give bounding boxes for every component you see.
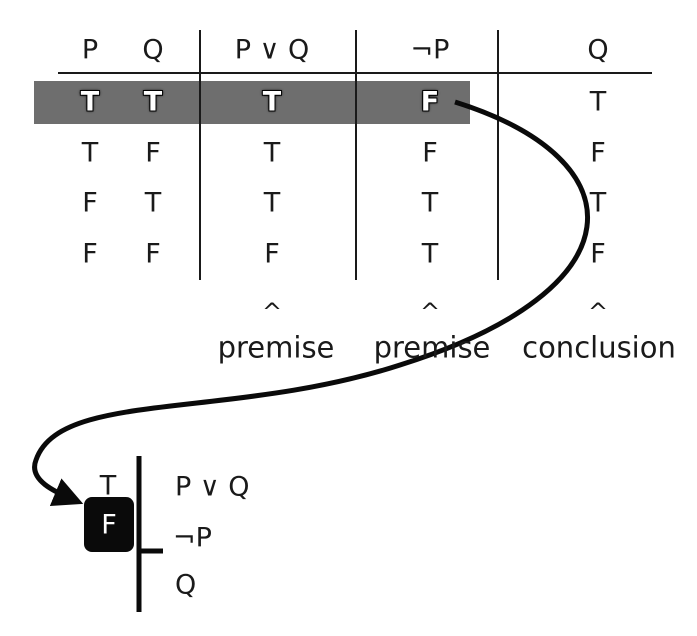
- highlight-band: [34, 81, 470, 124]
- header-not-p: ¬P: [410, 34, 450, 66]
- cell-r2-q-conclusion: F: [590, 137, 606, 169]
- cell-r3-q-conclusion: T: [589, 187, 607, 219]
- caret-premise-2: ^: [419, 298, 441, 326]
- header-q-conclusion: Q: [587, 34, 609, 66]
- label-premise-1: premise: [217, 330, 335, 365]
- cell-r3-not-p: T: [421, 187, 439, 219]
- caret-conclusion: ^: [587, 298, 609, 326]
- label-conclusion: conclusion: [522, 330, 676, 365]
- boxed-false-text: F: [101, 509, 117, 540]
- cell-r3-p: F: [82, 187, 98, 219]
- tree-top-value: T: [99, 470, 117, 502]
- cell-r1-q: T: [143, 86, 163, 118]
- cell-r4-p-or-q: F: [264, 238, 280, 270]
- cell-r3-q: T: [144, 187, 162, 219]
- cell-r1-q-conclusion: T: [589, 86, 607, 118]
- cell-r1-p: T: [80, 86, 100, 118]
- header-p: P: [81, 34, 99, 66]
- header-q: Q: [142, 34, 164, 66]
- tree-formula-p-or-q: P ∨ Q: [175, 471, 250, 503]
- header-p-or-q: P ∨ Q: [234, 34, 310, 66]
- boxed-false-value: F: [84, 497, 134, 552]
- tree-formula-not-p: ¬P: [173, 522, 212, 554]
- cell-r4-q-conclusion: F: [590, 238, 606, 270]
- cell-r2-p-or-q: T: [263, 137, 281, 169]
- cell-r2-p: T: [81, 137, 99, 169]
- cell-r4-p: F: [82, 238, 98, 270]
- tree-formula-q: Q: [175, 569, 197, 601]
- cell-r2-q: F: [145, 137, 161, 169]
- arrow-curve: [32, 99, 590, 507]
- cell-r4-not-p: T: [421, 238, 439, 270]
- cell-r4-q: F: [145, 238, 161, 270]
- caret-premise-1: ^: [261, 298, 283, 326]
- cell-r1-p-or-q: T: [262, 86, 282, 118]
- cell-r1-not-p: F: [420, 86, 440, 118]
- label-premise-2: premise: [373, 330, 491, 365]
- cell-r3-p-or-q: T: [263, 187, 281, 219]
- cell-r2-not-p: F: [422, 137, 438, 169]
